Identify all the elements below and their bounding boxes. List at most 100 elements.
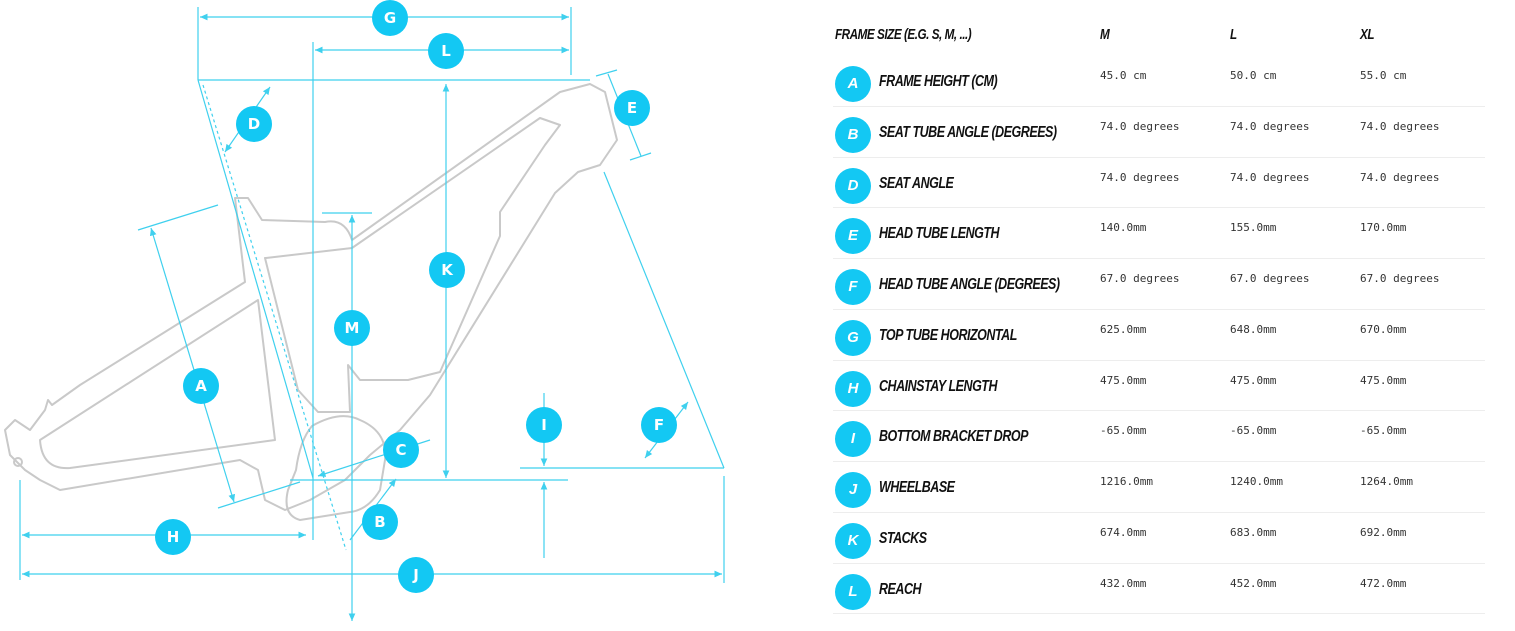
marker-c: C (383, 432, 419, 468)
value-m: 67.0 degrees (1100, 272, 1180, 285)
value-l: 683.0mm (1230, 525, 1277, 539)
row-label: BOTTOM BRACKET DROP (879, 428, 1028, 446)
table-row: F HEAD TUBE ANGLE (DEGREES) 67.0 degrees… (833, 259, 1485, 310)
row-badge: I (835, 421, 871, 458)
svg-text:L: L (441, 42, 451, 60)
value-m: -65.0mm (1100, 424, 1147, 438)
svg-text:H: H (167, 528, 180, 546)
size-header-xl: XL (1360, 26, 1375, 43)
geometry-table: FRAME SIZE (E.G. S, M, ...) M L XL A FRA… (833, 14, 1485, 615)
svg-text:A: A (195, 377, 207, 395)
value-m: 1216.0mm (1100, 475, 1153, 488)
marker-b: B (362, 504, 398, 540)
value-xl: 1264.0mm (1360, 475, 1413, 488)
marker-g: G (372, 0, 408, 36)
value-m: 625.0mm (1100, 322, 1147, 336)
table-row: I BOTTOM BRACKET DROP -65.0mm -65.0mm -6… (833, 411, 1485, 462)
table-header: FRAME SIZE (E.G. S, M, ...) M L XL (833, 14, 1485, 56)
value-xl: 475.0mm (1360, 373, 1407, 387)
row-badge: H (835, 370, 871, 407)
value-l: 67.0 degrees (1230, 272, 1310, 285)
marker-h: H (155, 519, 191, 555)
svg-text:F: F (654, 416, 664, 434)
row-badge: L (835, 573, 871, 610)
marker-e: E (614, 90, 650, 126)
value-m: 140.0mm (1100, 221, 1147, 235)
value-l: 74.0 degrees (1230, 119, 1310, 133)
marker-f: F (641, 407, 677, 443)
row-label: SEAT TUBE ANGLE (DEGREES) (879, 123, 1057, 141)
value-xl: -65.0mm (1360, 424, 1407, 438)
value-l: 1240.0mm (1230, 475, 1283, 488)
value-xl: 692.0mm (1360, 525, 1407, 539)
marker-i: I (526, 407, 562, 443)
row-badge: K (835, 522, 871, 559)
table-row: E HEAD TUBE LENGTH 140.0mm 155.0mm 170.0… (833, 208, 1485, 259)
bike-frame-outline (4, 83, 618, 521)
row-badge: J (835, 472, 871, 508)
value-l: 155.0mm (1230, 221, 1277, 235)
value-l: 50.0 cm (1230, 69, 1277, 82)
value-xl: 55.0 cm (1360, 69, 1407, 82)
svg-text:K: K (441, 261, 454, 279)
table-row: K STACKS 674.0mm 683.0mm 692.0mm (833, 513, 1485, 564)
value-m: 674.0mm (1100, 525, 1147, 539)
svg-text:G: G (384, 9, 396, 27)
marker-d: D (236, 106, 272, 142)
row-badge: B (835, 116, 871, 153)
diagram-svg: G L E D K M A I F C B H J (4, 0, 725, 621)
value-m: 432.0mm (1100, 576, 1147, 590)
marker-l: L (428, 33, 464, 69)
row-label: HEAD TUBE ANGLE (DEGREES) (879, 276, 1060, 293)
value-m: 74.0 degrees (1100, 170, 1180, 184)
marker-a: A (183, 368, 219, 404)
row-badge: G (835, 319, 871, 356)
svg-text:C: C (395, 441, 406, 459)
row-label: FRAME HEIGHT (CM) (879, 73, 998, 90)
value-l: 452.0mm (1230, 576, 1277, 590)
table-row: B SEAT TUBE ANGLE (DEGREES) 74.0 degrees… (833, 107, 1485, 158)
row-label: REACH (879, 580, 922, 598)
svg-text:I: I (541, 416, 547, 434)
row-label: CHAINSTAY LENGTH (879, 377, 998, 395)
svg-text:M: M (345, 319, 360, 337)
marker-j: J (398, 557, 434, 593)
value-l: -65.0mm (1230, 424, 1277, 438)
value-xl: 74.0 degrees (1360, 170, 1440, 184)
table-row: G TOP TUBE HORIZONTAL 625.0mm 648.0mm 67… (833, 310, 1485, 361)
size-header-l: L (1230, 26, 1237, 43)
row-badge: F (835, 269, 871, 305)
row-label: TOP TUBE HORIZONTAL (879, 326, 1017, 344)
value-xl: 170.0mm (1360, 221, 1407, 235)
value-m: 45.0 cm (1100, 69, 1147, 82)
row-badge: A (835, 66, 871, 102)
svg-text:D: D (248, 115, 260, 133)
svg-text:E: E (627, 99, 637, 117)
row-label: HEAD TUBE LENGTH (879, 225, 1000, 243)
marker-k: K (429, 252, 465, 288)
value-m: 74.0 degrees (1100, 119, 1180, 133)
svg-text:J: J (412, 566, 419, 584)
row-label: SEAT ANGLE (879, 174, 954, 192)
value-xl: 67.0 degrees (1360, 272, 1440, 285)
row-badge: D (835, 167, 871, 204)
row-label: STACKS (879, 529, 927, 547)
frame-geometry-diagram: G L E D K M A I F C B H J (4, 0, 725, 621)
value-xl: 472.0mm (1360, 576, 1407, 590)
value-l: 475.0mm (1230, 373, 1277, 387)
size-header-m: M (1100, 26, 1110, 43)
frame-size-header: FRAME SIZE (E.G. S, M, ...) (835, 26, 972, 43)
svg-text:B: B (374, 513, 385, 531)
table-row: L REACH 432.0mm 452.0mm 472.0mm (833, 564, 1485, 615)
value-xl: 670.0mm (1360, 322, 1407, 336)
table-row: H CHAINSTAY LENGTH 475.0mm 475.0mm 475.0… (833, 361, 1485, 412)
table-row: J WHEELBASE 1216.0mm 1240.0mm 1264.0mm (833, 462, 1485, 513)
value-m: 475.0mm (1100, 373, 1147, 387)
row-badge: E (835, 218, 871, 255)
marker-m: M (334, 310, 370, 346)
table-row: D SEAT ANGLE 74.0 degrees 74.0 degrees 7… (833, 158, 1485, 209)
table-row: A FRAME HEIGHT (CM) 45.0 cm 50.0 cm 55.0… (833, 56, 1485, 107)
value-xl: 74.0 degrees (1360, 119, 1440, 133)
row-label: WHEELBASE (879, 479, 955, 496)
value-l: 648.0mm (1230, 322, 1277, 336)
